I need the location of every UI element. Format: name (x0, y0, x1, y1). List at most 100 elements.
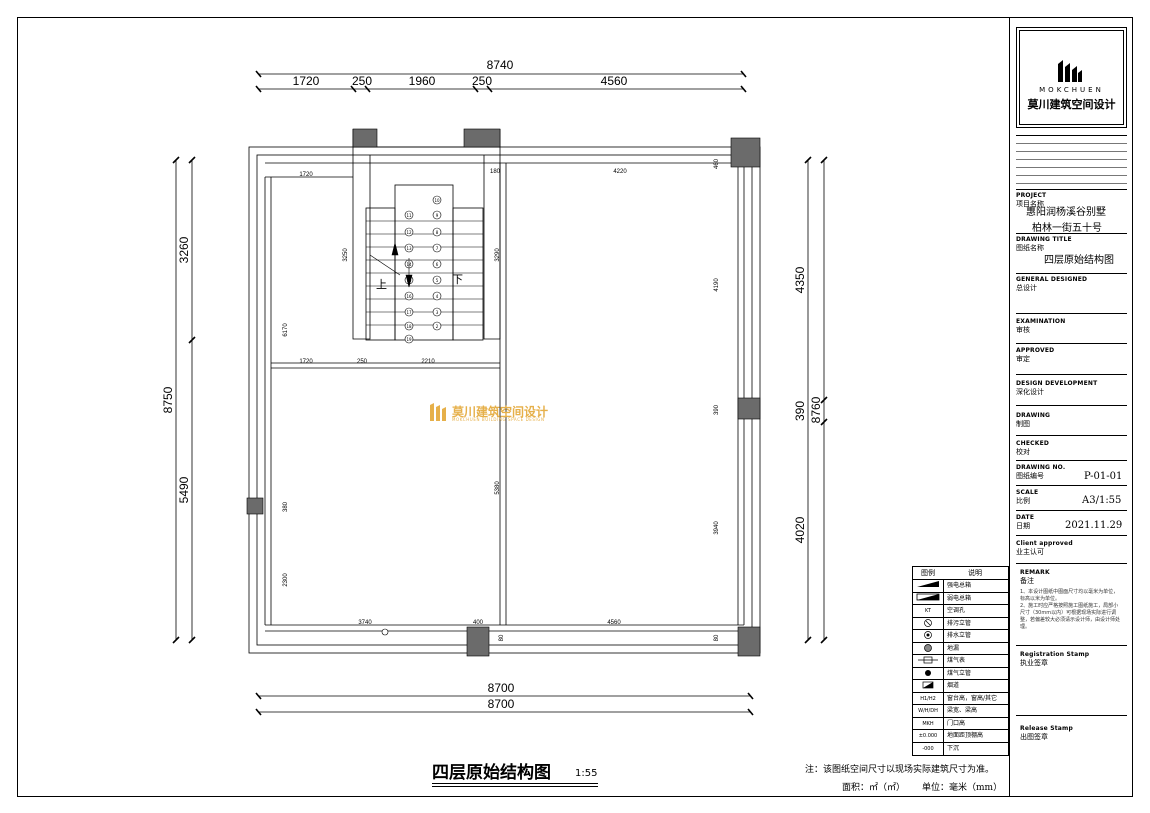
top-dimension: 1720 (293, 74, 320, 88)
step-number: 10 (434, 198, 440, 203)
project-label-en: PROJECT (1016, 192, 1047, 199)
top-dimension: 250 (472, 74, 492, 88)
inner-wall-outline (256, 154, 753, 646)
legend-row: 排水立管 (913, 629, 1008, 643)
legend-header: 图例 说明 (913, 567, 1008, 579)
legend-row: 强电总箱 (913, 579, 1008, 593)
area-label: 面积：㎡（㎡） (842, 783, 906, 793)
logo-en: MOKCHUEN (1039, 86, 1104, 94)
step-number: 16 (406, 294, 412, 299)
step-number: 13 (406, 246, 412, 251)
drawing-no-cn: 图纸编号 (1016, 472, 1044, 480)
top-dimension: 4560 (601, 74, 628, 88)
client-approved-en: Client approved (1016, 540, 1073, 547)
top-overall-dimension: 8740 (487, 58, 514, 72)
inner-dimension: 3740 (358, 620, 372, 626)
stair-core (394, 184, 454, 341)
drawing-frame (17, 17, 1133, 797)
top-dimension: 1960 (409, 74, 436, 88)
left-dimension: 5490 (177, 476, 191, 503)
inner-dimension: 380 (283, 501, 289, 512)
date-value: 2021.11.29 (1065, 520, 1123, 531)
right-dimension: 390 (793, 401, 807, 421)
inner-dimension: 80 (499, 634, 505, 641)
watermark-name-cn: 莫川建筑空间设计 (452, 405, 549, 419)
registration-stamp-cn: 执业签章 (1020, 659, 1048, 667)
design-development-cn: 深化设计 (1016, 388, 1044, 396)
inner-dimension: 6170 (283, 323, 289, 337)
watermark: 莫川建筑空间设计 MOKCHUEN BUILDING SPACE DESIGN (430, 403, 548, 425)
drawing-cn: 制图 (1016, 420, 1030, 428)
release-stamp-cn: 出图签章 (1020, 733, 1048, 741)
project-name-1: 惠阳润杨溪谷别墅 (1026, 207, 1106, 218)
step-number: 5 (436, 278, 439, 283)
left-overall-dimension: 8750 (161, 386, 175, 413)
structural-columns (246, 128, 761, 657)
examination-cn: 审核 (1016, 326, 1030, 334)
left-dimension: 3260 (177, 236, 191, 263)
checked-en: CHECKED (1016, 440, 1050, 447)
scale-cn: 比例 (1016, 497, 1030, 505)
unit-label: 单位：毫米（mm） (922, 783, 1003, 793)
title-block: MOKCHUEN 莫川建筑空间设计 PROJECT 项目名称 惠阳润杨溪谷别墅 … (1009, 17, 1133, 797)
right-dimension: 4020 (793, 516, 807, 543)
outer-wall-outline (248, 146, 761, 654)
watermark-name-en: MOKCHUEN BUILDING SPACE DESIGN (452, 417, 545, 422)
legend-row: 排污立管 (913, 616, 1008, 631)
project-label-cn: 项目名称 (1016, 200, 1044, 208)
inner-dimension: 3250 (343, 248, 349, 262)
inner-dimension: 2300 (283, 573, 289, 587)
stair-right-wall (483, 129, 501, 340)
stair-down-label: 下 (452, 273, 463, 286)
step-number: 11 (406, 213, 412, 218)
company-logo-icon (1058, 60, 1082, 82)
legend-row: 地漏 (913, 641, 1008, 656)
scale-en: SCALE (1016, 489, 1039, 496)
scale-value: A3/1:55 (1082, 495, 1122, 506)
step-number: 18 (406, 324, 412, 329)
legend-row: 煤气立管 (913, 666, 1008, 681)
inner-dimension: 390 (714, 404, 720, 415)
remark-note-2: 2、施工时应严格按照施工图纸施工，局部小尺寸（30mm以内）可根据现场实际进行调… (1020, 603, 1121, 630)
remark-en: REMARK (1020, 569, 1050, 576)
logo-cn: 莫川建筑空间设计 (1027, 98, 1116, 111)
step-number: 12 (406, 230, 412, 235)
step-number: 19 (406, 337, 412, 342)
drawing-title: 四层原始结构图 (432, 763, 551, 783)
step-number: 9 (436, 213, 439, 218)
inner-dimension: 80 (714, 634, 720, 641)
general-designed-en: GENERAL DESIGNED (1016, 276, 1088, 283)
step-number: 7 (436, 246, 439, 251)
inner-dimension: 4220 (613, 169, 627, 175)
approved-cn: 审定 (1016, 355, 1030, 363)
checked-cn: 校对 (1016, 448, 1030, 456)
top-dimension: 250 (352, 74, 372, 88)
inner-dimension: 5380 (495, 481, 501, 495)
remark-cn: 备注 (1020, 577, 1034, 585)
inner-dimension: 460 (714, 158, 720, 169)
step-number: 8 (436, 230, 439, 235)
step-number: 2 (436, 324, 439, 329)
inner-dimension: 250 (357, 359, 368, 365)
bottom-dimension: 8700 (488, 697, 515, 711)
drawing-title-label-cn: 图纸名称 (1016, 244, 1044, 252)
release-stamp-en: Release Stamp (1020, 725, 1073, 732)
drawing-title-value: 四层原始结构图 (1044, 255, 1114, 266)
general-designed-cn: 总设计 (1016, 284, 1037, 292)
step-number: 3 (436, 310, 439, 315)
inner-dimension: 4190 (714, 278, 720, 292)
stair-treads (366, 220, 483, 326)
design-development-en: DESIGN DEVELOPMENT (1016, 380, 1098, 387)
inner-dimension: 180 (490, 169, 501, 175)
floor-plan-drawing: 11 12 13 14 15 16 17 18 19 10 9 8 7 6 5 … (161, 58, 828, 716)
right-dimension: 4350 (793, 266, 807, 293)
inner-dimension: 1720 (299, 359, 313, 365)
client-approved-cn: 业主认可 (1016, 548, 1044, 556)
inner-dimension: 4560 (607, 620, 621, 626)
legend-row: 煤气表 (913, 654, 1008, 668)
